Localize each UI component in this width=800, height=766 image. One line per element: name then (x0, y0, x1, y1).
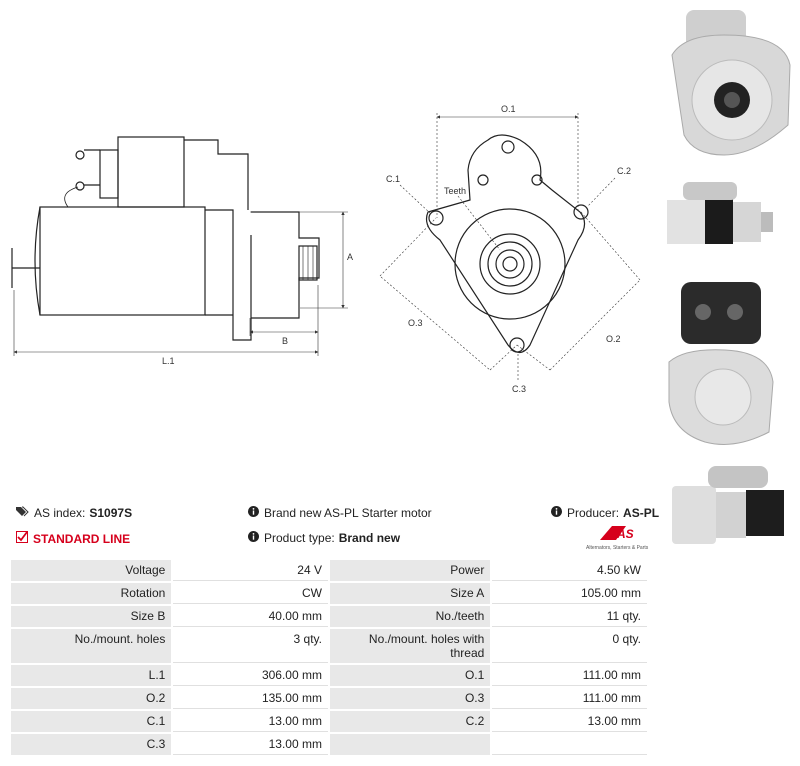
spec-label: No./teeth (329, 606, 491, 627)
checkbox-icon (16, 531, 28, 546)
spec-value: 40.00 mm (173, 606, 328, 627)
spec-value: CW (173, 583, 328, 604)
photo-front[interactable] (664, 5, 796, 170)
spec-label: C.2 (329, 711, 491, 732)
spec-label: Rotation (11, 583, 172, 604)
spec-label: C.3 (11, 734, 172, 755)
as-index-label: AS index: (34, 506, 86, 520)
spec-value: 11 qty. (492, 606, 647, 627)
side-view-dimensions (13, 211, 348, 356)
spec-value: 13.00 mm (173, 734, 328, 755)
spec-value (492, 734, 647, 755)
photo-side[interactable] (663, 176, 777, 248)
spec-value: 4.50 kW (492, 560, 647, 581)
spec-label: L.1 (11, 665, 172, 686)
spec-value: 111.00 mm (492, 665, 647, 686)
spec-value: 111.00 mm (492, 688, 647, 709)
description-text: Brand new AS-PL Starter motor (264, 506, 432, 520)
info-icon (248, 506, 259, 520)
o2-label: O.2 (606, 334, 621, 344)
spec-label: Size A (329, 583, 491, 604)
product-type-value: Brand new (338, 531, 401, 545)
spec-label: No./mount. holes with thread (329, 629, 491, 663)
photo-rear[interactable] (665, 272, 777, 452)
side-view (11, 136, 320, 341)
spec-label: Voltage (11, 560, 172, 581)
spec-label (329, 734, 491, 755)
spec-label: No./mount. holes (11, 629, 172, 663)
o3-label: O.3 (408, 318, 423, 328)
b-label: B (282, 336, 288, 346)
a-label: A (347, 252, 353, 262)
photo-angle[interactable] (668, 460, 792, 550)
spec-value: 135.00 mm (173, 688, 328, 709)
spec-value: 24 V (173, 560, 328, 581)
spec-value: 306.00 mm (173, 665, 328, 686)
front-view (425, 134, 589, 354)
logo-tagline: Alternators, Starters & Parts (586, 545, 649, 551)
product-photos (660, 0, 800, 560)
product-type: Product type: Brand new (248, 531, 400, 545)
info-icon (551, 506, 562, 520)
producer: Producer: AS-PL (551, 506, 659, 520)
spec-label: C.1 (11, 711, 172, 732)
as-index-value: S1097S (89, 506, 133, 520)
c3-label: C.3 (512, 384, 526, 394)
as-index: AS index: S1097S (16, 506, 132, 520)
spec-label: Size B (11, 606, 172, 627)
product-type-label: Product type: (264, 531, 335, 545)
c2-label: C.2 (617, 166, 631, 176)
producer-label: Producer: (567, 506, 620, 520)
spec-value: 13.00 mm (173, 711, 328, 732)
producer-value: AS-PL (623, 506, 660, 520)
standard-line: STANDARD LINE (16, 531, 130, 546)
spec-label: O.2 (11, 688, 172, 709)
spec-value: 13.00 mm (492, 711, 647, 732)
technical-drawing: L.1 B A O.1 O.3 O.2 C.1 C.2 C.3 Teeth (11, 104, 641, 394)
description: Brand new AS-PL Starter motor (248, 506, 432, 520)
o1-label: O.1 (501, 104, 516, 114)
logo-text: AS (616, 527, 634, 541)
spec-label: O.1 (329, 665, 491, 686)
spec-label: O.3 (329, 688, 491, 709)
front-view-dimensions (379, 113, 641, 380)
spec-value: 0 qty. (492, 629, 647, 663)
l1-label: L.1 (162, 356, 175, 366)
spec-value: 105.00 mm (492, 583, 647, 604)
spec-value: 3 qty. (173, 629, 328, 663)
spec-label: Power (329, 560, 491, 581)
info-icon (248, 531, 259, 545)
tags-icon (16, 506, 29, 520)
teeth-label: Teeth (444, 186, 466, 196)
as-logo-mark: AS Alternators, Starters & Parts (586, 526, 649, 551)
as-logo: AS Alternators, Starters & Parts (586, 522, 650, 552)
standard-line-label: STANDARD LINE (33, 531, 131, 546)
c1-label: C.1 (386, 174, 400, 184)
